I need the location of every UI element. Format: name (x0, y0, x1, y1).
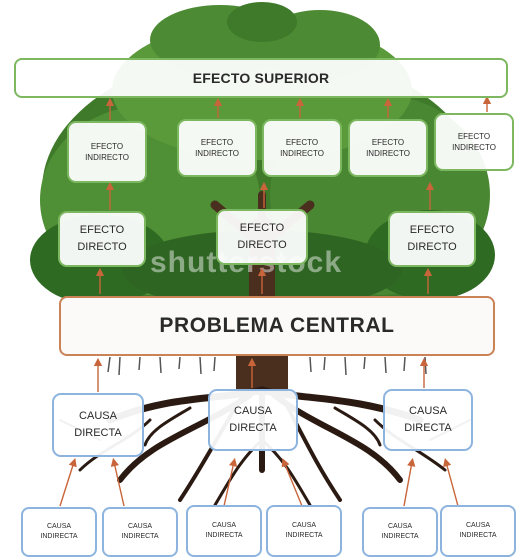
indirect-effect-box-3: EFECTO INDIRECTO (262, 119, 342, 177)
indirect-cause-box-4: CAUSA INDIRECTA (266, 505, 342, 557)
arrow (443, 457, 459, 507)
direct-cause-box-3: CAUSA DIRECTA (383, 389, 473, 451)
indirect-cause-box-3: CAUSA INDIRECTA (186, 505, 262, 557)
indirect-effect-box-1: EFECTO INDIRECTO (67, 121, 147, 183)
indirect-cause-box-6: CAUSA INDIRECTA (440, 505, 516, 557)
indirect-effect-box-4: EFECTO INDIRECTO (348, 119, 428, 177)
direct-effect-box-3: EFECTO DIRECTO (388, 211, 476, 267)
arrow (281, 458, 303, 507)
direct-cause-box-2: CAUSA DIRECTA (208, 389, 298, 451)
direct-cause-box-1: CAUSA DIRECTA (52, 393, 144, 457)
indirect-cause-box-2: CAUSA INDIRECTA (102, 507, 178, 557)
indirect-effect-box-2: EFECTO INDIRECTO (177, 119, 257, 177)
central-problem-box: PROBLEMA CENTRAL (59, 296, 495, 356)
indirect-cause-box-1: CAUSA INDIRECTA (21, 507, 97, 557)
arrow (59, 457, 77, 507)
direct-effect-box-2: EFECTO DIRECTO (216, 209, 308, 265)
arrow (403, 457, 416, 507)
arrow (223, 457, 238, 507)
direct-effect-box-1: EFECTO DIRECTO (58, 211, 146, 267)
effect-superior-box: EFECTO SUPERIOR (14, 58, 508, 98)
indirect-effect-box-5: EFECTO INDIRECTO (434, 113, 514, 171)
arrow (110, 457, 125, 507)
indirect-cause-box-5: CAUSA INDIRECTA (362, 507, 438, 557)
